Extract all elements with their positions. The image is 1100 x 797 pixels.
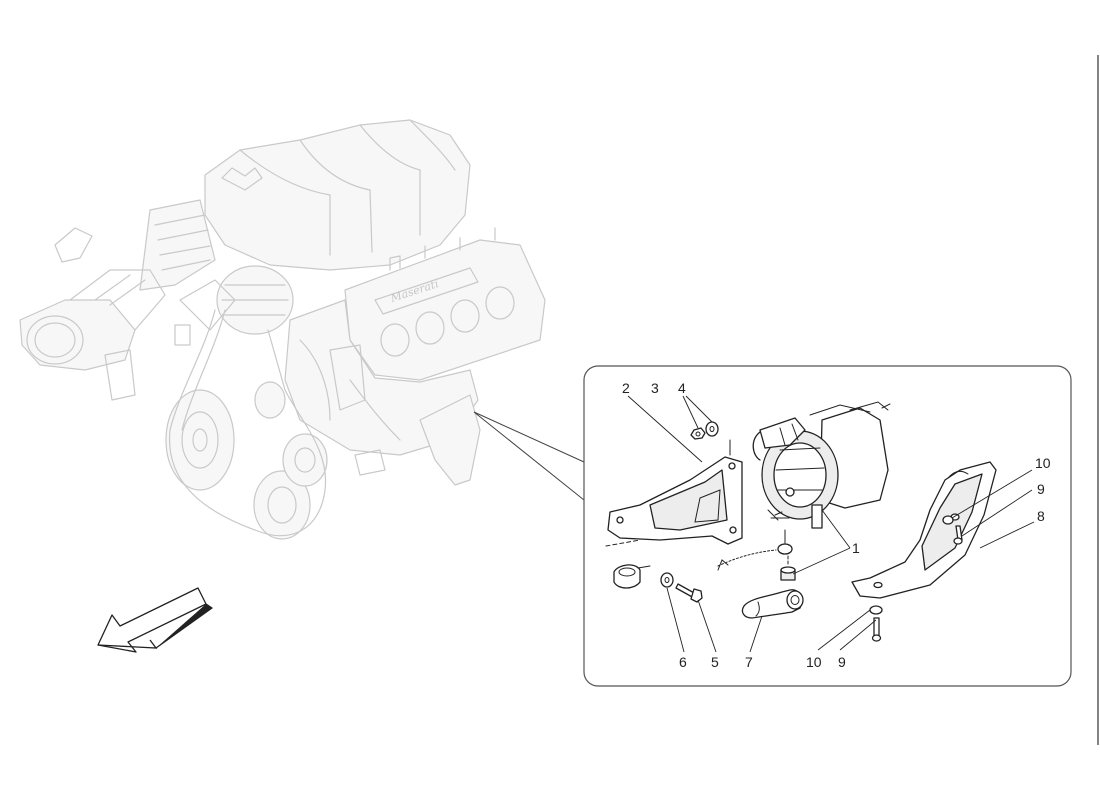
callout-4: 4 [678,380,686,396]
detail-leader-lines [473,411,585,501]
nut-part-3 [690,427,706,440]
cable-harness [717,529,793,571]
boot-cap-part-7 [741,589,804,619]
view-direction-arrow [97,587,213,653]
callout-1: 1 [852,540,860,556]
callout-5: 5 [711,654,719,670]
clip-bracket-left [613,564,651,589]
callout-leader-lines [627,395,1035,653]
washer-part-4 [705,421,719,437]
screw-part-9-lower [871,617,882,642]
callout-labels: 1 2 3 4 5 6 7 8 9 10 9 10 [622,380,1051,670]
callout-10-upper: 10 [1035,455,1051,471]
bushing-spacer [780,555,796,581]
callout-2: 2 [622,380,630,396]
detail-frame [583,365,1072,687]
bracket-part-2 [605,439,743,547]
callout-8: 8 [1037,508,1045,524]
callout-9-lower: 9 [838,654,846,670]
engine-ghost-drawing: Maserati [19,119,546,540]
washer-part-10-upper [942,515,954,525]
screw-part-9-upper [953,525,963,545]
bolt-part-5 [675,583,703,603]
starter-motor-part-1 [752,401,891,529]
washer-part-6 [660,572,674,588]
washer-part-10-lower [869,605,883,615]
callout-3: 3 [651,380,659,396]
callout-7: 7 [745,654,753,670]
callout-9-upper: 9 [1037,481,1045,497]
callout-10-lower: 10 [806,654,822,670]
callout-6: 6 [679,654,687,670]
